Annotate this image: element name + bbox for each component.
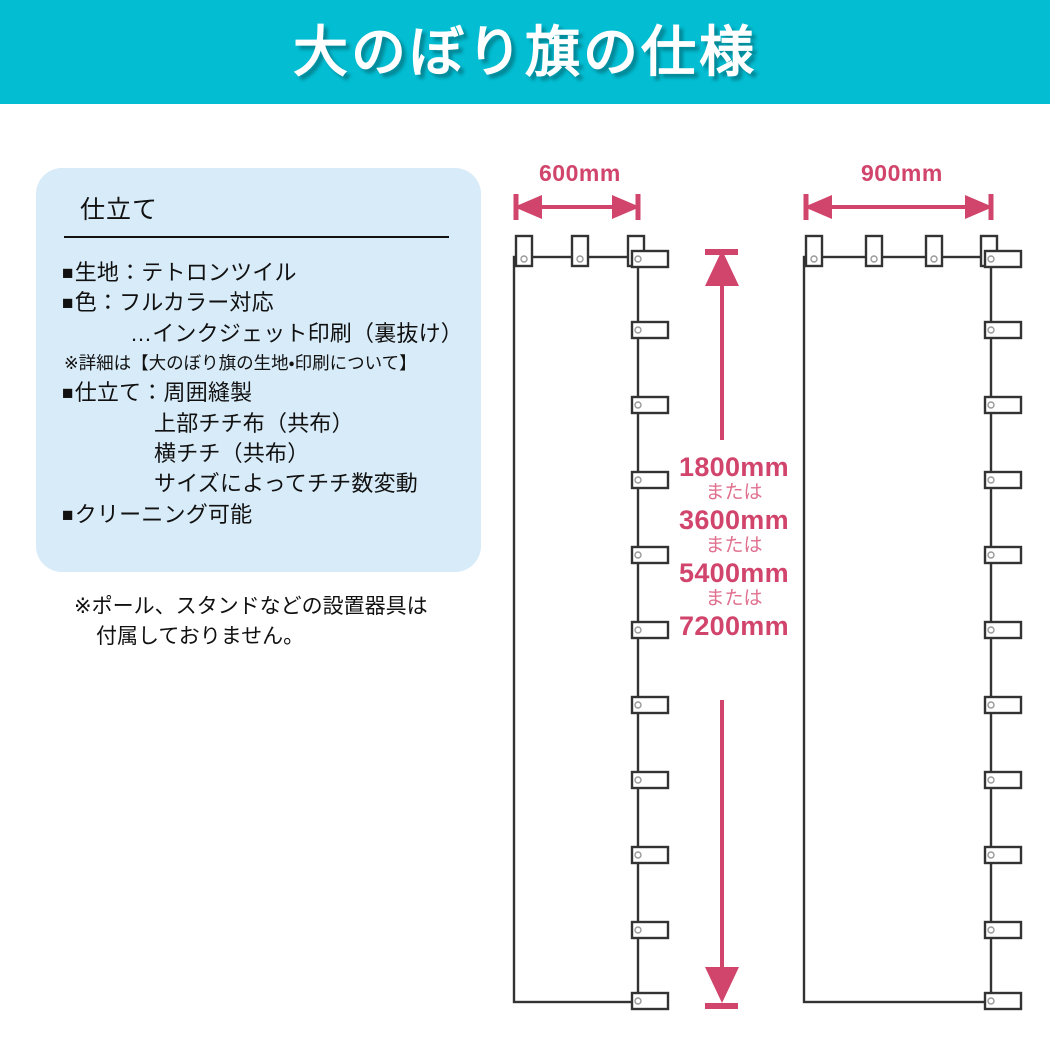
flag-600 [512, 234, 670, 1011]
arrowhead-right-600 [612, 195, 640, 219]
arrowhead-left-600 [514, 195, 542, 219]
header-banner: 大のぼり旗の仕様 [0, 0, 1050, 104]
spec-line: サイズによってチチ数変動 [154, 471, 418, 497]
width-label-600: 600mm [539, 160, 621, 186]
height-option-5400: 5400mm [679, 558, 789, 589]
flag-600-body [512, 255, 640, 1004]
arrowhead-down [705, 967, 739, 1003]
spec-line: クリーニング可能 [62, 500, 455, 530]
spec-line: …インクジェット印刷（裏抜け） [130, 320, 464, 346]
flag-900-side-tabs [983, 249, 1023, 1011]
flag-900-top-tabs [804, 234, 999, 268]
height-label-stack: 1800mm または 3600mm または 5400mm または 7200mm [660, 452, 808, 641]
flag-900-body [802, 255, 993, 1004]
spec-line: 仕立て：周囲縫製 [62, 378, 455, 408]
height-or-1: または [705, 482, 763, 504]
spec-line: 色：フルカラー対応 [62, 288, 455, 318]
spec-line-note: ※詳細は【大のぼり旗の生地・印刷について】 [64, 353, 417, 374]
spec-line: 上部チチ布（共布） [154, 410, 354, 436]
spec-line: 生地：テトロンツイル [62, 258, 455, 288]
page-title: 大のぼり旗の仕様 [292, 20, 757, 83]
panel-note-line-1: ※ポール、スタンドなどの設置器具は [74, 595, 428, 618]
flag-900 [802, 234, 1023, 1011]
panel-note: ※ポール、スタンドなどの設置器具は 付属しておりません。 [74, 592, 494, 653]
arrowhead-right-900 [965, 195, 993, 219]
width-dimension-600 [513, 194, 641, 220]
height-dimension-down [705, 700, 739, 1009]
height-dimension-up [705, 249, 739, 440]
panel-note-line-2: 付属しておりません。 [96, 625, 305, 649]
spec-panel-divider [64, 236, 449, 238]
height-option-7200: 7200mm [679, 611, 789, 642]
flag-600-top-tabs [514, 234, 646, 268]
height-option-3600: 3600mm [679, 505, 789, 536]
arrowhead-up [705, 250, 739, 286]
spec-panel-heading: 仕立て [80, 196, 159, 224]
height-or-2: または [705, 535, 763, 557]
height-option-1800: 1800mm [679, 452, 789, 482]
spec-line: 横チチ（共布） [154, 440, 310, 466]
width-label-900: 900mm [861, 160, 943, 186]
spec-panel-lines: 生地：テトロンツイル 色：フルカラー対応 …インクジェット印刷（裏抜け） ※詳細… [62, 258, 464, 530]
width-dimension-900 [803, 194, 994, 220]
spec-panel: 仕立て 生地：テトロンツイル 色：フルカラー対応 …インクジェット印刷（裏抜け）… [36, 168, 481, 572]
arrowhead-left-900 [804, 195, 832, 219]
height-or-3: または [705, 588, 763, 610]
